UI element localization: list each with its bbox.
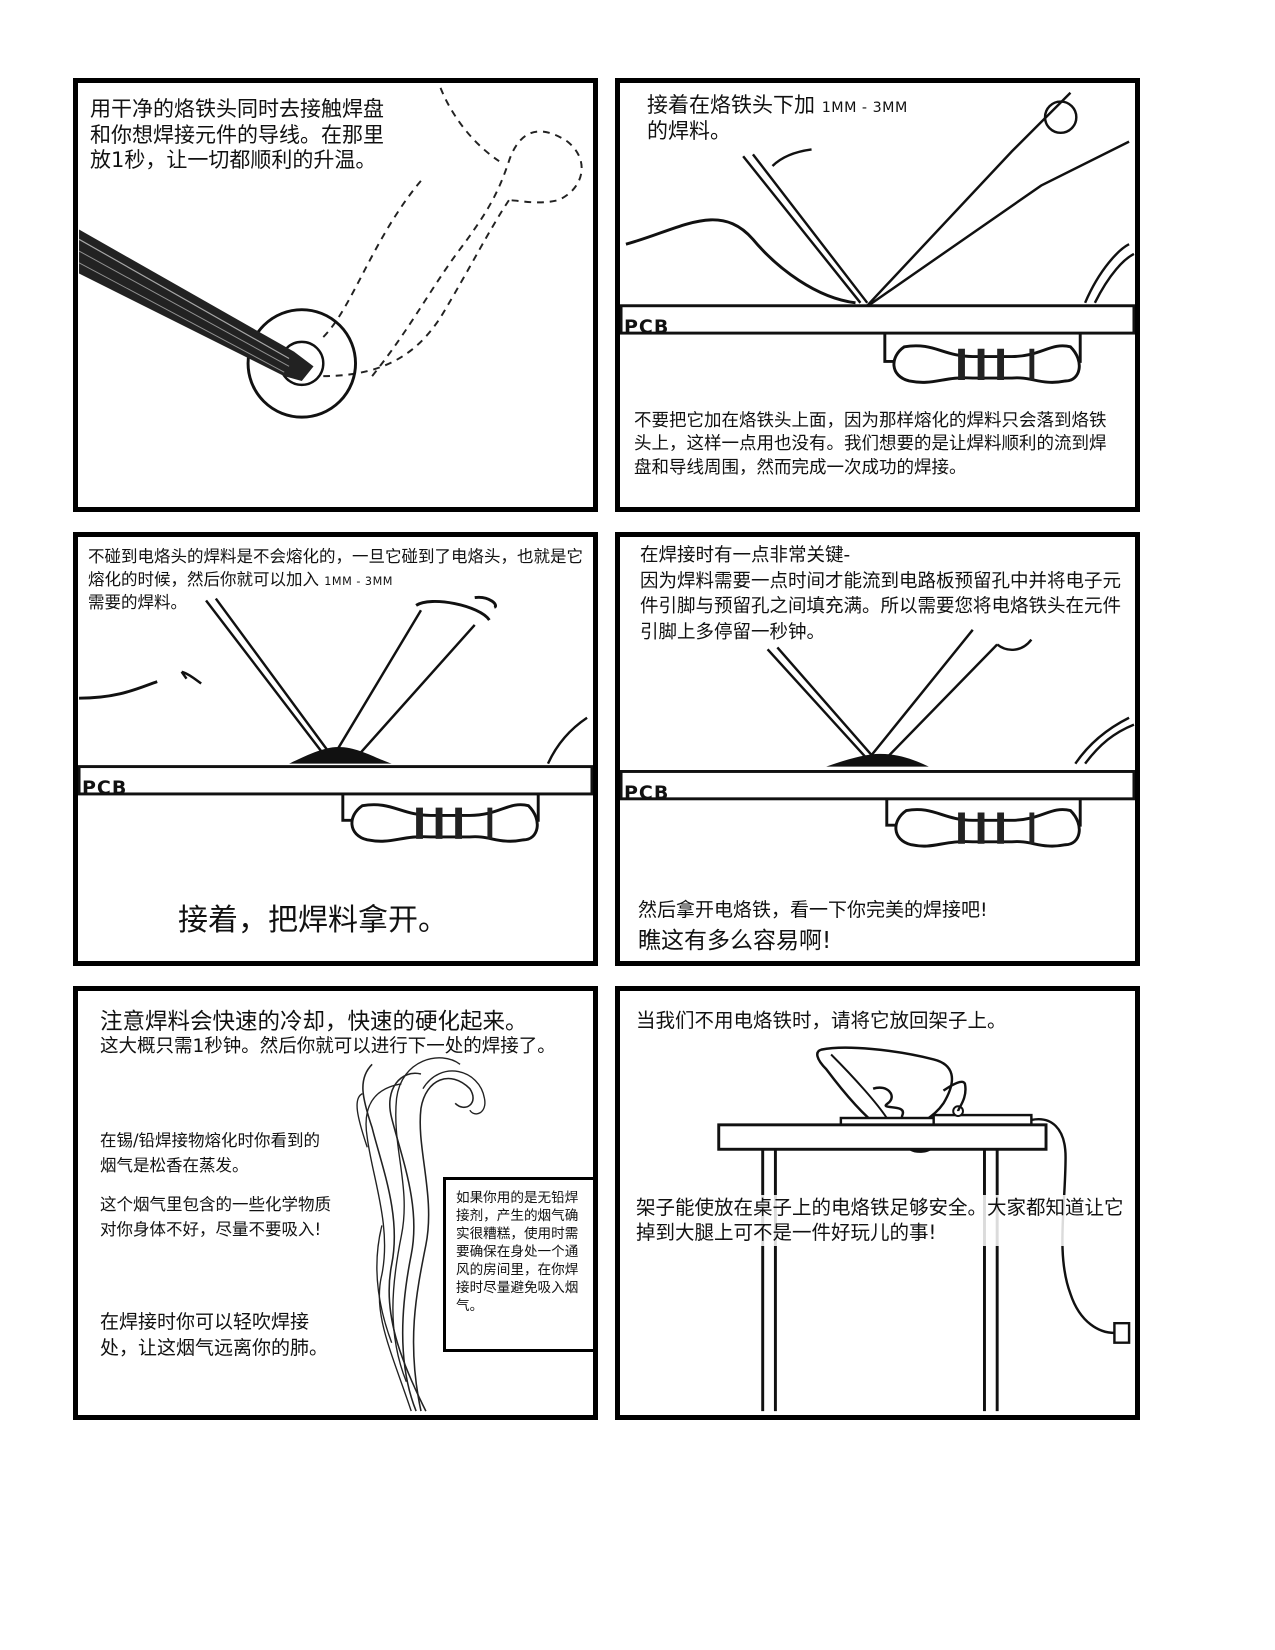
panel-2-caption-bottom: 不要把它加在烙铁头上面，因为那样熔化的焊料只会落到烙铁头上，这样一点用也没有。我…	[634, 411, 1107, 478]
arrow-icon	[180, 670, 202, 685]
iron-body	[869, 629, 999, 761]
panel-4-caption-bottom-1: 然后拿开电烙铁，看一下你完美的焊接吧!	[638, 899, 988, 921]
pcb-label: PCB	[82, 777, 128, 799]
hand-outline-dashed	[323, 130, 583, 378]
panel-3-caption-bottom: 接着，把焊料拿开。	[178, 903, 448, 938]
panel-5-smoke-note: 在锡/铅焊接物熔化时你看到的烟气是松香在蒸发。	[100, 1131, 321, 1175]
solder-blob	[826, 753, 929, 767]
resistor-body	[894, 808, 1081, 848]
pcb-label: PCB	[624, 316, 670, 338]
pcb-board	[620, 304, 1135, 335]
panel-1-touch-iron: 用干净的烙铁头同时去接触焊盘和你想焊接元件的导线。在那里放1秒，让一切都顺利的升…	[73, 78, 598, 512]
iron-tip-on-pad-illustration	[78, 87, 583, 419]
smoke-curl	[362, 1063, 427, 1412]
panel-4-caption-top: 在焊接时有一点非常关键- 因为焊料需要一点时间才能流到电路板预留孔中并将电子元件…	[640, 545, 1122, 643]
panel-5-blow-note: 在焊接时你可以轻吹焊接处，让这烟气远离你的肺。	[100, 1311, 329, 1360]
iron-body	[864, 91, 1130, 309]
iron-stand-illustration	[717, 1046, 1131, 1412]
panel-3-remove-solder: 不碰到电烙头的焊料是不会熔化的，一旦它碰到了电烙头，也就是它熔化的时候，然后你就…	[73, 532, 598, 966]
pcb-label: PCB	[624, 782, 670, 804]
table-legs	[761, 1149, 999, 1412]
iron-body	[332, 609, 476, 763]
panel-5-cooling-and-fumes: 注意焊料会快速的冷却，快速的硬化起来。 这大概只需1秒钟。然后你就可以进行下一处…	[73, 986, 598, 1420]
iron-grip-icon	[1043, 100, 1078, 135]
smoke-illustration	[356, 1057, 486, 1412]
iron-hold-illustration	[620, 629, 1135, 848]
panel-5-caption-title: 注意焊料会快速的冷却，快速的硬化起来。	[100, 1009, 528, 1035]
panel-4-hold-iron: 在焊接时有一点非常关键- 因为焊料需要一点时间才能流到电路板预留孔中并将电子元件…	[615, 532, 1140, 966]
lead-free-warning-box: 如果你用的是无铅焊接剂，产生的烟气确实很糟糕，使用时需要确保在身处一个通风的房间…	[443, 1177, 593, 1352]
panel-4-caption-bottom-2: 瞧这有多么容易啊!	[638, 928, 832, 954]
solder-wire	[742, 153, 869, 304]
panel-2-caption-top: 接着在烙铁头下加 1MM - 3MM 的焊料。	[647, 93, 908, 143]
panel-2-add-solder: 接着在烙铁头下加 1MM - 3MM 的焊料。 PCB 不要把它加在烙铁头上面，…	[615, 78, 1140, 512]
resistor-body	[350, 803, 539, 843]
pcb-board	[78, 765, 593, 796]
panel-1-caption: 用干净的烙铁头同时去接触焊盘和你想焊接元件的导线。在那里放1秒，让一切都顺利的升…	[90, 97, 384, 173]
solder-wire	[205, 597, 332, 755]
panel-5-warning-note: 这个烟气里包含的一些化学物质对你身体不好，尽量不要吸入!	[100, 1195, 331, 1239]
solder-blob	[289, 747, 392, 764]
panel-6-caption-top: 当我们不用电烙铁时，请将它放回架子上。	[636, 1009, 1007, 1032]
panel-6-caption-bottom: 架子能使放在桌子上的电烙铁足够安全。大家都知道让它掉到大腿上可不是一件好玩儿的事…	[636, 1195, 1131, 1246]
lead-free-warning-text: 如果你用的是无铅焊接剂，产生的烟气确实很糟糕，使用时需要确保在身处一个通风的房间…	[456, 1190, 579, 1314]
pcb-board	[620, 770, 1135, 801]
solder-feed-illustration	[620, 91, 1135, 384]
resistor-body	[892, 344, 1081, 384]
panel-6-iron-stand: 当我们不用电烙铁时，请将它放回架子上。 架子能使放在桌子上的电烙铁足够安全。大家…	[615, 986, 1140, 1420]
solder-pad	[246, 308, 357, 419]
solder-wire	[766, 646, 875, 758]
plug-icon	[1113, 1321, 1131, 1344]
panel-5-caption-sub: 这大概只需1秒钟。然后你就可以进行下一处的焊接了。	[100, 1036, 556, 1057]
table-top	[717, 1123, 1048, 1151]
panel-3-caption-top: 不碰到电烙头的焊料是不会熔化的，一旦它碰到了电烙头，也就是它熔化的时候，然后你就…	[88, 547, 583, 613]
solder-melt-illustration	[78, 595, 593, 843]
